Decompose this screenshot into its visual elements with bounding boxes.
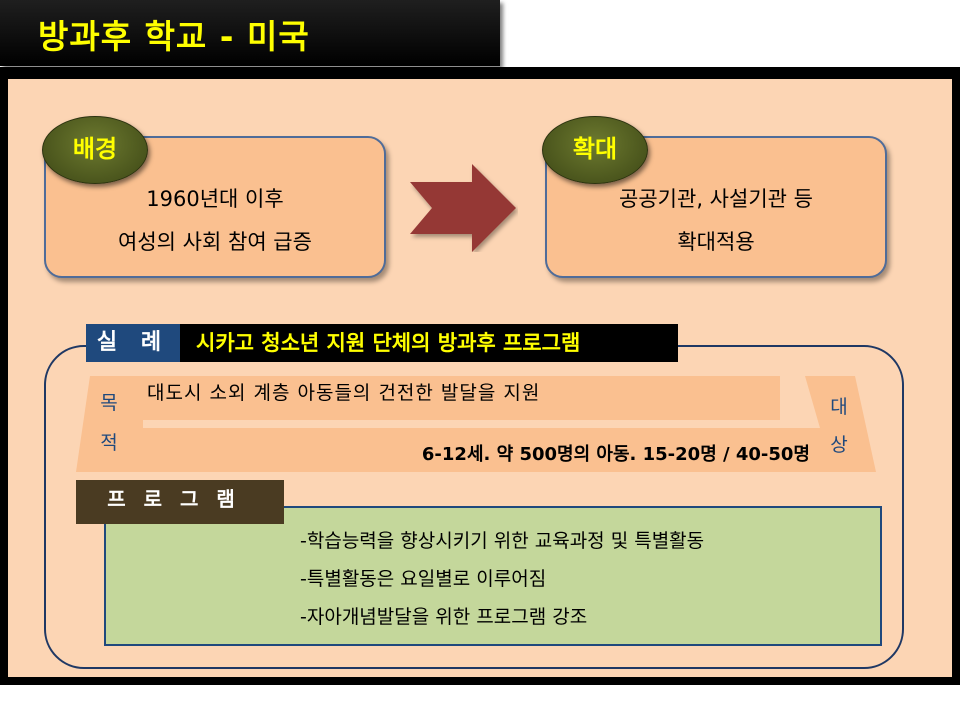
program-list: -학습능력을 향상시키기 위한 교육과정 및 특별활동 -특별활동은 요일별로 … bbox=[300, 522, 704, 636]
background-badge: 배경 bbox=[42, 116, 148, 184]
program-box: -학습능력을 향상시키기 위한 교육과정 및 특별활동 -특별활동은 요일별로 … bbox=[104, 506, 882, 646]
target-text: 6-12세. 약 500명의 아동. 15-20명 / 40-50명 bbox=[421, 444, 810, 465]
purpose-text: 대도시 소외 계층 아동들의 건전한 발달을 지원 bbox=[147, 382, 541, 404]
target-label-band bbox=[805, 376, 876, 472]
program-item: -학습능력을 향상시키기 위한 교육과정 및 특별활동 bbox=[300, 530, 705, 552]
case-title: 시카고 청소년 지원 단체의 방과후 프로그램 bbox=[180, 324, 678, 362]
background-line-2: 여성의 사회 참여 급증 bbox=[118, 230, 312, 254]
program-label: 프로그램 bbox=[76, 480, 284, 524]
target-label-bottom: 상 bbox=[830, 434, 848, 456]
case-label: 실 례 bbox=[86, 324, 180, 362]
purpose-label-bottom: 적 bbox=[100, 432, 118, 454]
purpose-label-band bbox=[76, 376, 143, 472]
purpose-band bbox=[143, 376, 780, 420]
expansion-badge: 확대 bbox=[542, 116, 648, 184]
program-item: -자아개념발달을 위한 프로그램 강조 bbox=[300, 606, 588, 628]
expansion-line-1: 공공기관, 사설기관 등 bbox=[619, 187, 813, 211]
target-band bbox=[143, 428, 820, 472]
program-item: -특별활동은 요일별로 이루어짐 bbox=[300, 568, 547, 590]
page-title: 방과후 학교 - 미국 bbox=[38, 17, 310, 56]
target-label-top: 대 bbox=[830, 396, 848, 418]
right-arrow-icon bbox=[410, 164, 516, 252]
purpose-label-top: 목 bbox=[100, 392, 118, 414]
expansion-line-2: 확대적용 bbox=[677, 230, 755, 254]
title-bar: 방과후 학교 - 미국 bbox=[0, 0, 500, 66]
background-line-1: 1960년대 이후 bbox=[146, 187, 284, 211]
